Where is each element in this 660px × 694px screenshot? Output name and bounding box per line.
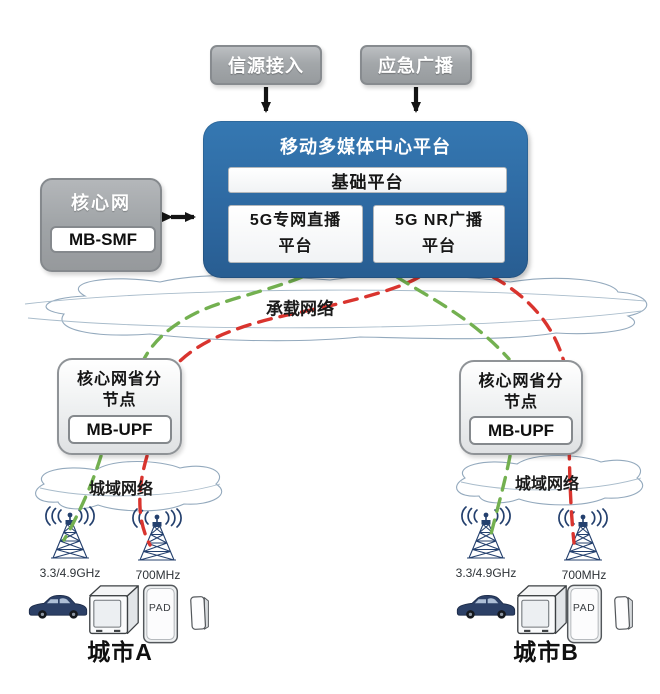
metro-network-b-label: 城域网络 (514, 476, 580, 493)
nr-broadcast-line2: 平台 (421, 238, 456, 255)
province-node-a-line2: 节点 (102, 392, 137, 409)
phone-icon-b (613, 595, 634, 631)
source-access-box: 信源接入 (210, 45, 322, 85)
private-5g-live-platform-label: 5G专网直播平台 (250, 208, 341, 260)
private-5g-live-line2: 平台 (278, 238, 313, 255)
core-network-box: 核心网 MB-SMF (40, 178, 162, 272)
phone-icon-a (189, 595, 210, 631)
private-5g-live-line1: 5G专网直播 (249, 212, 342, 229)
cell-tower-icon-a2 (132, 508, 182, 561)
core-network-title: 核心网 (71, 193, 131, 213)
freq-label-b2: 700MHz (561, 568, 607, 582)
emergency-broadcast-label: 应急广播 (378, 56, 454, 76)
city-a-label: 城市A (87, 639, 153, 665)
source-access-label: 信源接入 (228, 56, 304, 76)
province-node-a-box: 核心网省分节点 MB-UPF (57, 358, 182, 455)
link-green-node-b-to-tower-b1 (488, 454, 512, 540)
emergency-broadcast-box: 应急广播 (360, 45, 472, 85)
base-platform-box: 基础平台 (228, 167, 507, 193)
province-node-b-line1: 核心网省分 (478, 373, 564, 390)
platform-title: 移动多媒体中心平台 (280, 137, 451, 157)
bearer-network-label: 承载网络 (266, 299, 334, 319)
link-red-node-a-to-tower-a2 (138, 454, 152, 547)
tv-icon-b (517, 585, 567, 635)
pad-label-b: PAD (572, 602, 596, 614)
freq-label-a1: 3.3/4.9GHz (39, 566, 101, 580)
car-icon-a (28, 594, 88, 620)
mb-smf-module: MB-SMF (50, 226, 156, 253)
city-b-label: 城市B (513, 639, 579, 665)
car-icon-b (456, 594, 516, 620)
province-node-b-box: 核心网省分节点 MB-UPF (459, 360, 583, 455)
mb-upf-module-a: MB-UPF (67, 415, 172, 444)
mobile-multimedia-center-platform: 移动多媒体中心平台 基础平台 5G专网直播平台 5G NR广播平台 (203, 121, 528, 278)
freq-label-b1: 3.3/4.9GHz (455, 566, 517, 580)
bearer-cloud-shape (24, 274, 648, 342)
mb-upf-module-b: MB-UPF (469, 416, 573, 445)
province-node-b-line2: 节点 (503, 394, 538, 411)
tv-icon-a (89, 585, 139, 635)
link-green-platform-to-node-b (395, 275, 511, 361)
pad-label-a: PAD (148, 602, 172, 614)
cell-tower-icon-b1 (461, 506, 511, 559)
metro-network-a-label: 城域网络 (88, 481, 154, 498)
nr-broadcast-line1: 5G NR广播 (395, 212, 483, 229)
cell-tower-icon-a1 (45, 506, 95, 559)
province-node-a-title: 核心网省分节点 (59, 369, 180, 411)
province-node-b-title: 核心网省分节点 (461, 371, 581, 413)
link-green-node-a-to-tower-a1 (62, 454, 103, 542)
nr-broadcast-platform-box: 5G NR广播平台 (373, 205, 505, 263)
cell-tower-icon-b2 (558, 508, 608, 561)
link-green-platform-to-node-a (141, 275, 304, 363)
link-red-platform-to-node-a (175, 275, 421, 366)
province-node-a-line1: 核心网省分 (76, 371, 162, 388)
private-5g-live-platform-box: 5G专网直播平台 (228, 205, 363, 263)
freq-label-a2: 700MHz (135, 568, 181, 582)
nr-broadcast-platform-label: 5G NR广播平台 (395, 208, 483, 260)
